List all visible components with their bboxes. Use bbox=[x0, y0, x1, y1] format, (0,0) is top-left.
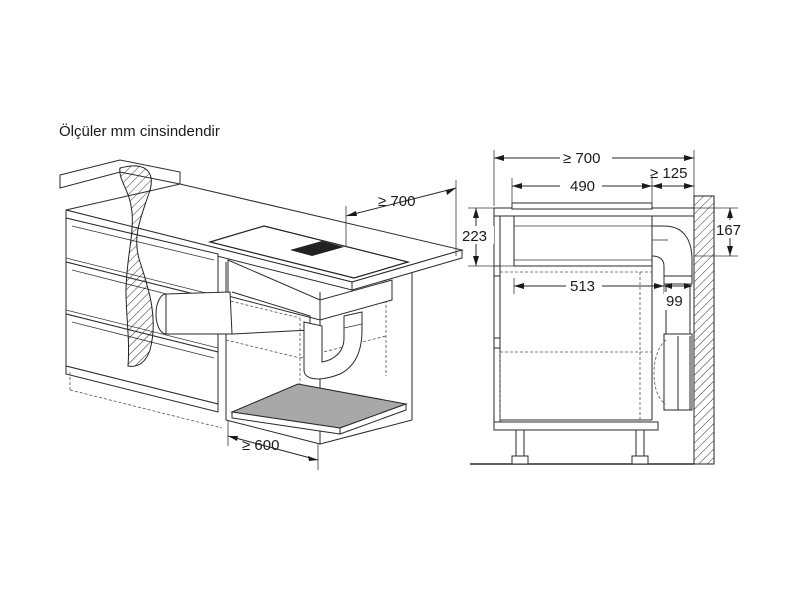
cabinet-legs bbox=[511, 429, 649, 465]
hob-width-label: 490 bbox=[570, 178, 595, 195]
hob-height-dimension bbox=[458, 207, 514, 267]
rear-gap-dimension bbox=[652, 183, 694, 189]
cabinet-depth-dimension bbox=[227, 420, 319, 470]
rear-gap-label: ≥ 125 bbox=[650, 165, 687, 182]
units-caption: Ölçüler mm cinsindendir bbox=[59, 123, 220, 140]
worktop-side-edge bbox=[351, 249, 463, 291]
wall bbox=[693, 195, 715, 465]
total-depth-dimension bbox=[493, 148, 695, 206]
extractor-vent bbox=[290, 241, 344, 256]
duct-width-dimension bbox=[664, 283, 692, 310]
section-ribbon bbox=[119, 165, 154, 367]
unit-depth-dimension bbox=[513, 276, 665, 294]
depth-dimension bbox=[345, 180, 457, 256]
hob-height-label: 223 bbox=[462, 228, 487, 245]
cabinet-depth-label: ≥ 600 bbox=[242, 437, 279, 454]
total-depth-label: ≥ 700 bbox=[563, 150, 600, 167]
side-duct bbox=[651, 225, 693, 411]
isometric-view: ≥ 700 ≥ 600 bbox=[59, 159, 464, 470]
depth-label: ≥ 700 bbox=[378, 193, 415, 210]
duct-height-dimension bbox=[694, 207, 746, 257]
duct-height-label: 167 bbox=[716, 222, 741, 239]
side-hob-body bbox=[513, 215, 653, 267]
air-duct bbox=[155, 291, 363, 380]
side-section-view: ≥ 700 490 ≥ 125 223 bbox=[458, 148, 746, 465]
hob-width-dimension bbox=[511, 176, 653, 206]
unit-depth-label: 513 bbox=[570, 278, 595, 295]
side-cooktop bbox=[511, 202, 653, 210]
duct-width-label: 99 bbox=[666, 293, 683, 310]
